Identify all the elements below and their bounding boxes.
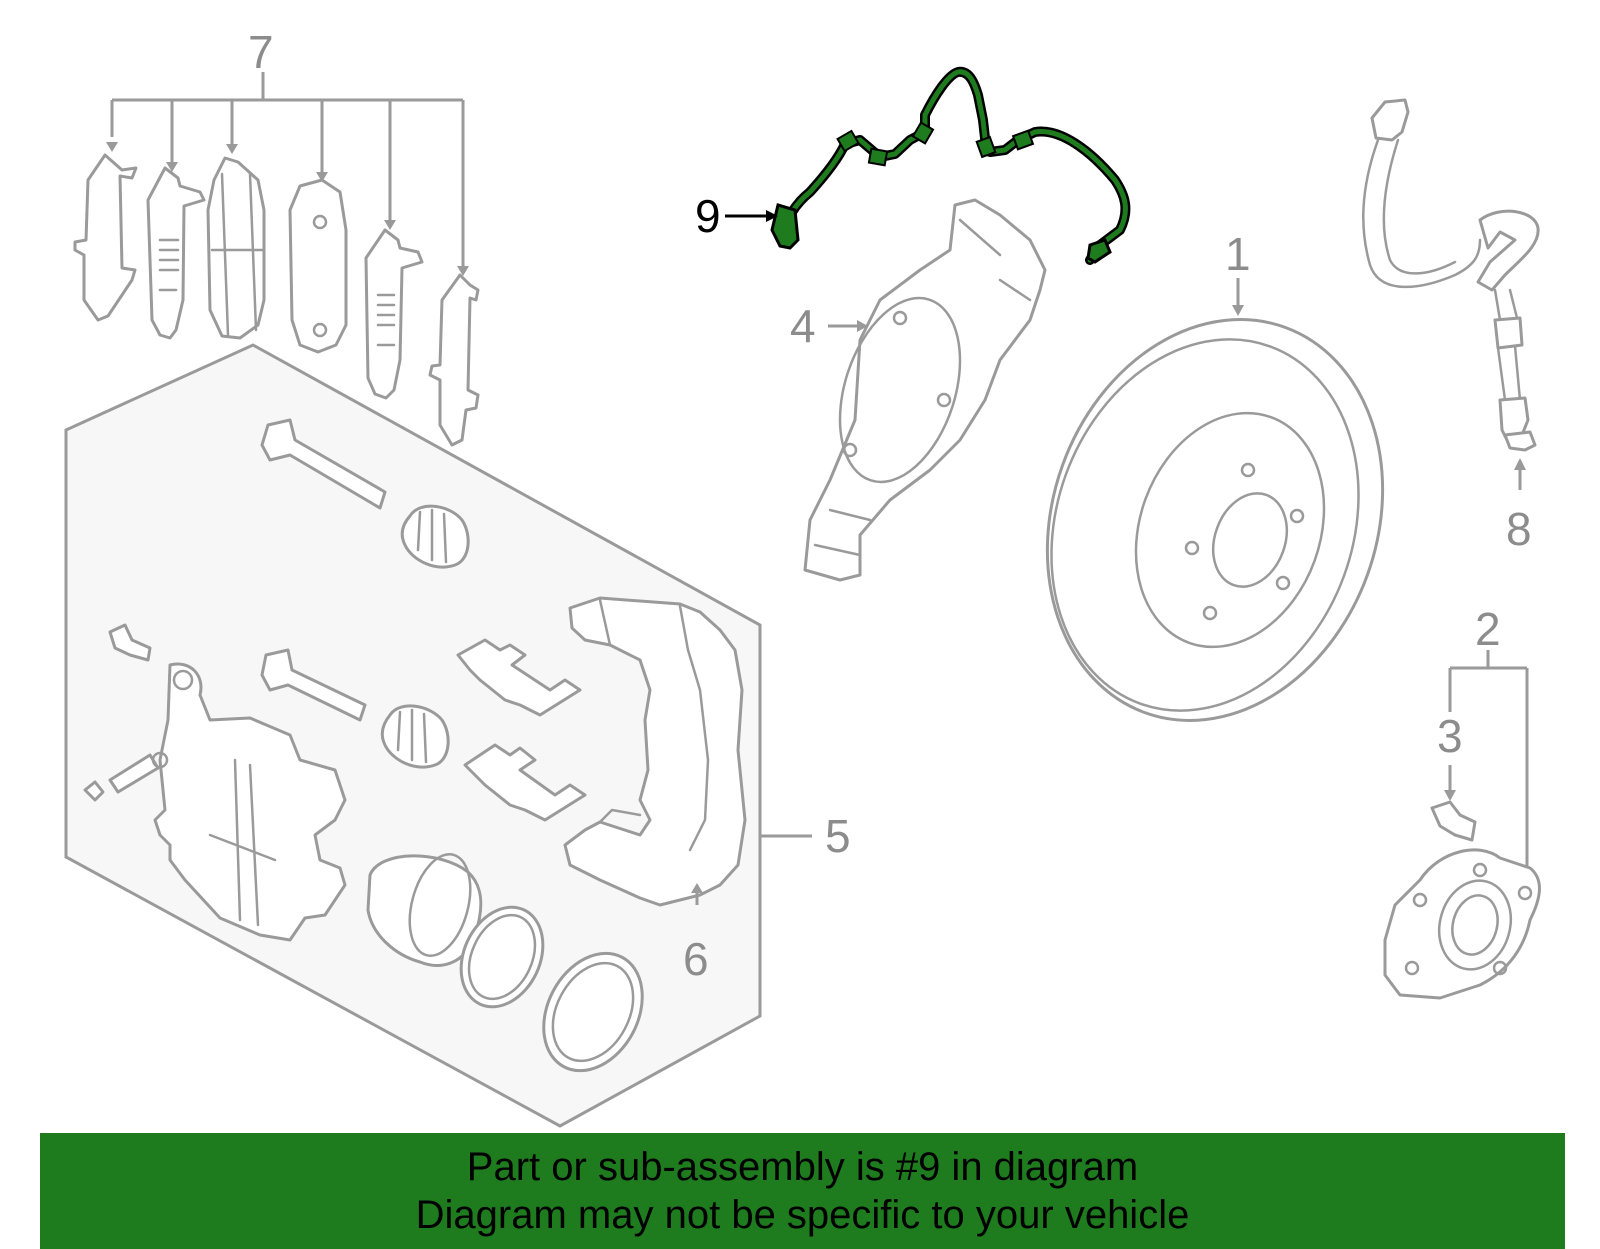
callout-9: 9 (695, 190, 721, 242)
wheel-hub[interactable] (1383, 800, 1541, 1000)
brake-pads-group[interactable] (73, 72, 480, 447)
brake-rotor[interactable] (993, 272, 1438, 768)
brake-hose[interactable] (1362, 98, 1540, 452)
callout-8: 8 (1506, 503, 1532, 555)
callout-3: 3 (1437, 710, 1463, 762)
info-banner: Part or sub-assembly is #9 in diagram Di… (40, 1133, 1565, 1249)
abs-sensor-wire[interactable] (770, 66, 1131, 265)
callout-7: 7 (248, 26, 274, 78)
banner-line-1: Part or sub-assembly is #9 in diagram (466, 1145, 1139, 1189)
callout-6: 6 (683, 933, 709, 985)
banner-line-2: Diagram may not be specific to your vehi… (415, 1193, 1190, 1237)
callout-1: 1 (1225, 228, 1251, 280)
dust-shield[interactable] (803, 198, 1047, 582)
callout-5: 5 (825, 810, 851, 862)
callout-2: 2 (1475, 603, 1501, 655)
callout-4: 4 (790, 300, 816, 352)
caliper-kit-box[interactable] (64, 343, 762, 1128)
